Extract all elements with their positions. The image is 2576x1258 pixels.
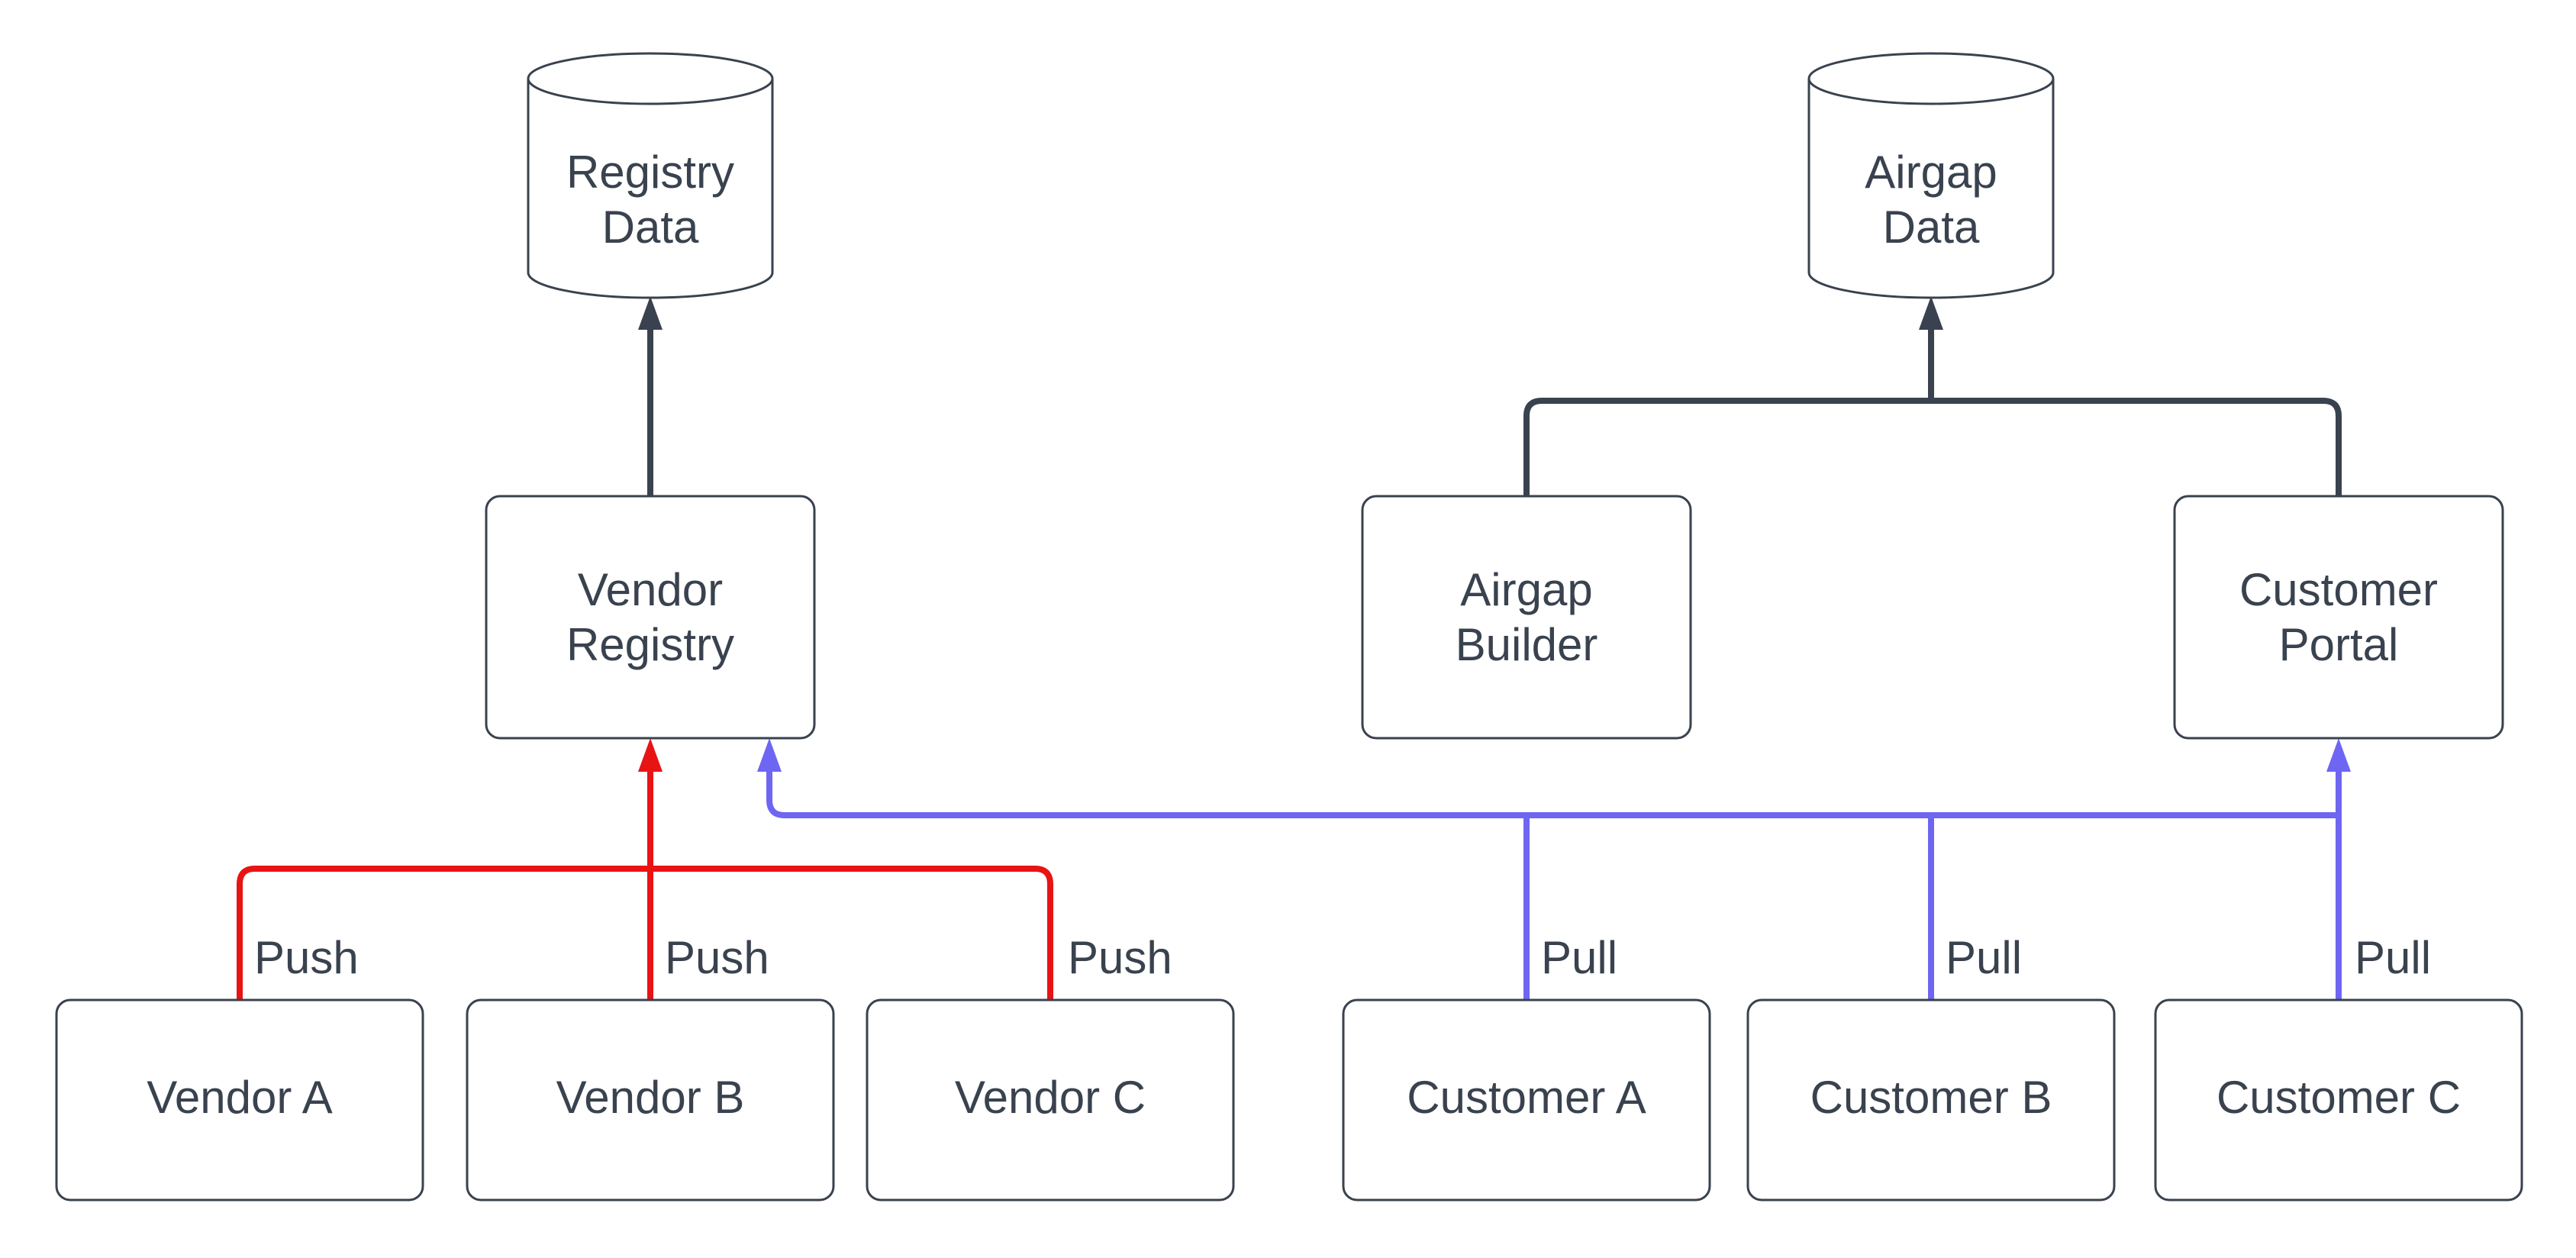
node-airgap-builder: Airgap Builder	[1361, 495, 1692, 740]
node-vendor-b: Vendor B	[466, 998, 835, 1202]
arrowhead-up-icon	[638, 738, 663, 772]
edge-label-push-vendor-c: Push	[1068, 932, 1172, 983]
node-customer-portal: Customer Portal	[2173, 495, 2504, 740]
node-customer-c: Customer C	[2154, 998, 2523, 1202]
pull-bus-line	[766, 768, 2339, 818]
edge-label-pull-customer-a: Pull	[1541, 932, 1617, 983]
edge-vendors-push-bus	[237, 738, 1053, 1000]
node-vendor-registry: Vendor Registry	[485, 495, 816, 740]
node-label: Vendor A	[147, 1072, 333, 1123]
node-label: Vendor	[578, 564, 723, 615]
node-customer-b: Customer B	[1746, 998, 2116, 1202]
cylinder-body	[1807, 79, 2055, 299]
cylinder-top	[1807, 52, 2055, 105]
arrowhead-up-icon	[2326, 738, 2351, 772]
node-box	[1361, 495, 1692, 740]
node-customer-a: Customer A	[1342, 998, 1711, 1202]
arrowhead-up-icon	[1919, 296, 1943, 330]
node-label: Builder	[1456, 619, 1598, 670]
edge-builder-portal-to-airgap-data	[1523, 296, 2342, 496]
edge-label-pull-customer-c: Pull	[2355, 932, 2431, 983]
edge-vendor-registry-to-registry-data	[638, 296, 663, 496]
node-box	[866, 998, 1235, 1202]
push-bus-line	[237, 866, 1053, 1000]
node-box	[485, 495, 816, 740]
node-box	[1342, 998, 1711, 1202]
node-label: Customer	[2239, 564, 2438, 615]
node-box	[2173, 495, 2504, 740]
node-label: Portal	[2279, 619, 2399, 670]
node-label: Registry	[566, 619, 734, 670]
node-box	[55, 998, 424, 1202]
edge-label-pull-customer-b: Pull	[1946, 932, 2022, 983]
node-airgap-data: Airgap Data	[1807, 52, 2055, 299]
arrowhead-up-icon	[757, 738, 782, 772]
node-box	[1746, 998, 2116, 1202]
edge-customers-pull-bus	[757, 738, 2351, 1000]
node-label: Registry	[566, 147, 734, 198]
node-label: Airgap	[1865, 147, 1997, 198]
node-label: Airgap	[1460, 564, 1592, 615]
arrowhead-up-icon	[638, 296, 663, 330]
edge-label-push-vendor-b: Push	[665, 932, 769, 983]
node-vendor-a: Vendor A	[55, 998, 424, 1202]
cylinder-body	[527, 79, 774, 299]
node-registry-data: Registry Data	[527, 52, 774, 299]
cylinder-top	[527, 52, 774, 105]
node-label: Data	[602, 202, 699, 253]
edge-label-push-vendor-a: Push	[254, 932, 359, 983]
node-vendor-c: Vendor C	[866, 998, 1235, 1202]
node-box	[2154, 998, 2523, 1202]
node-label: Vendor C	[955, 1072, 1146, 1123]
node-label: Customer C	[2217, 1072, 2461, 1123]
connector-line	[1523, 398, 2342, 496]
node-label: Customer A	[1407, 1072, 1646, 1123]
node-box	[466, 998, 835, 1202]
node-label: Data	[1883, 202, 1980, 253]
node-label: Vendor B	[556, 1072, 745, 1123]
node-label: Customer B	[1810, 1072, 2052, 1123]
